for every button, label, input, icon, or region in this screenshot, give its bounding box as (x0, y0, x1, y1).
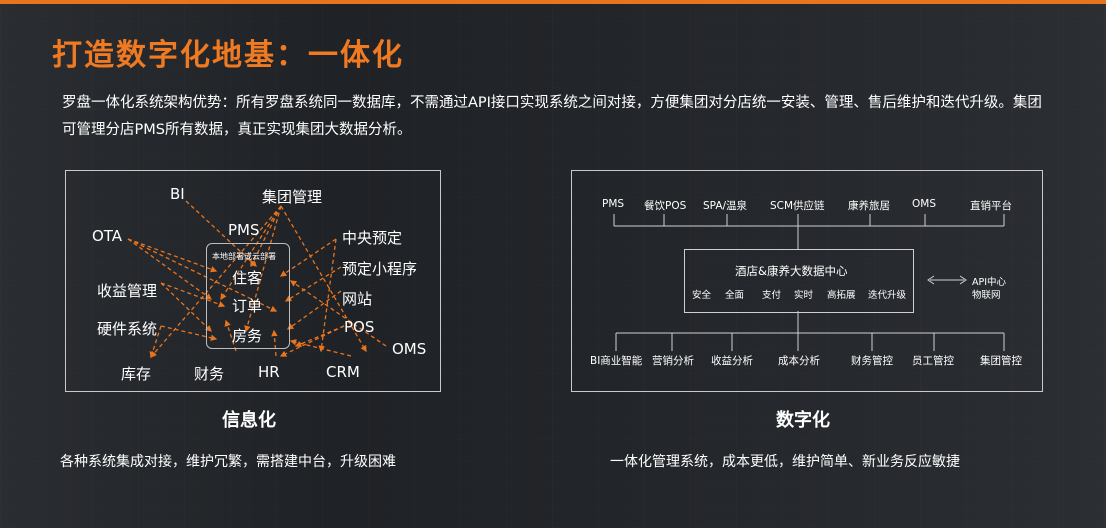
bottom-item-finance: 财务管控 (851, 355, 893, 367)
architecture-connectors (613, 214, 1005, 351)
core-deploy-label: 本地部署或云部署 (212, 252, 276, 261)
core-item-order: 订单 (232, 297, 263, 315)
left-caption: 信息化 (222, 410, 276, 431)
node-oms: OMS (392, 340, 427, 358)
bottom-item-marketing: 营销分析 (652, 355, 694, 367)
tag-security: 安全 (692, 290, 712, 301)
bottom-item-bi: BI商业智能 (590, 355, 643, 367)
bottom-item-cost: 成本分析 (778, 355, 820, 367)
top-item-wellness: 康养旅居 (848, 200, 890, 212)
node-crm: CRM (326, 363, 360, 381)
core-item-housekeeping: 房务 (232, 327, 263, 345)
left-subcaption: 各种系统集成对接，维护冗繁，需搭建中台，升级困难 (60, 454, 396, 470)
node-revenue-management: 收益管理 (97, 282, 158, 300)
data-center-box (684, 249, 914, 313)
top-item-direct-sales: 直销平台 (970, 200, 1012, 212)
tag-realtime: 实时 (794, 290, 814, 301)
right-caption: 数字化 (776, 410, 830, 431)
node-finance: 财务 (194, 365, 225, 383)
node-bi: BI (170, 185, 185, 203)
top-item-pms: PMS (602, 198, 625, 210)
iot-label: 物联网 (972, 290, 1001, 301)
tag-extensible: 高拓展 (827, 290, 856, 301)
node-pms: PMS (228, 221, 260, 239)
right-subcaption: 一体化管理系统，成本更低，维护简单、新业务反应敏捷 (610, 454, 960, 470)
intro-text: 罗盘一体化系统架构优势：所有罗盘系统同一数据库，不需通过API接口实现系统之间对… (62, 95, 1042, 138)
integration-arrows (127, 200, 387, 359)
core-system-box (206, 243, 290, 349)
tag-comprehensive: 全面 (725, 290, 745, 301)
page-title: 打造数字化地基：一体化 (52, 38, 404, 73)
tag-payment: 支付 (762, 290, 782, 301)
top-accent-bar (0, 0, 1106, 4)
bottom-item-staff: 员工管控 (912, 355, 954, 367)
node-ota: OTA (92, 227, 123, 245)
tag-iterative-upgrade: 迭代升级 (868, 290, 907, 301)
top-item-spa: SPA/温泉 (703, 200, 748, 212)
node-pos: POS (344, 318, 375, 336)
node-hardware-system: 硬件系统 (97, 320, 158, 338)
digital-architecture-panel: PMS 餐饮POS SPA/温泉 SCM供应链 康养旅居 OMS 直销平台 酒店… (571, 170, 1043, 392)
node-group-management: 集团管理 (262, 188, 323, 206)
top-item-scm: SCM供应链 (770, 200, 825, 212)
node-website: 网站 (342, 290, 373, 308)
node-central-reservation: 中央预定 (342, 229, 403, 247)
bottom-item-group: 集团管控 (980, 355, 1022, 367)
info-architecture-panel: 本地部署或云部署 住客 订单 房务 BI 集团管理 PMS OTA 中央预定 预… (65, 170, 441, 392)
api-center-label: API中心 (972, 277, 1007, 288)
node-hr: HR (258, 363, 280, 381)
core-item-guest: 住客 (232, 269, 263, 287)
data-center-title: 酒店&康养大数据中心 (735, 264, 848, 278)
node-booking-miniapp: 预定小程序 (342, 260, 418, 278)
node-inventory: 库存 (121, 365, 152, 383)
top-item-oms: OMS (912, 198, 936, 210)
top-item-fnb-pos: 餐饮POS (644, 200, 687, 212)
bottom-item-revenue: 收益分析 (711, 355, 753, 367)
